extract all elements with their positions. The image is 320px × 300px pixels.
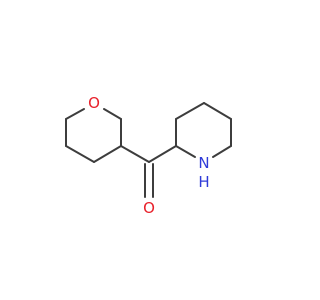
carbonyl-group [120,145,177,198]
chemical-structure: O O N H [65,94,232,217]
bond-ring-carbonyl [120,145,150,163]
bond-c3-c4 [65,145,95,163]
bond-c4-c5 [93,145,122,163]
carbonyl-oxygen-label: O [143,199,155,217]
ring-oxygen-label: O [88,94,100,112]
piperidine-ring [175,102,232,158]
bond-c3-c4-pip [175,102,205,120]
bond-n-c2-pip [175,145,196,158]
bond-carbonyl-piperidine [148,145,177,163]
bond-c6-n-pip [212,145,232,158]
ring-nitrogen-label: N [198,154,209,172]
bond-c6-o [103,108,122,120]
bond-o-c2 [65,108,85,120]
oxane-ring [65,108,122,163]
nitrogen-hydrogen-label: H [198,173,209,191]
bond-c4-c5-pip [203,102,232,120]
